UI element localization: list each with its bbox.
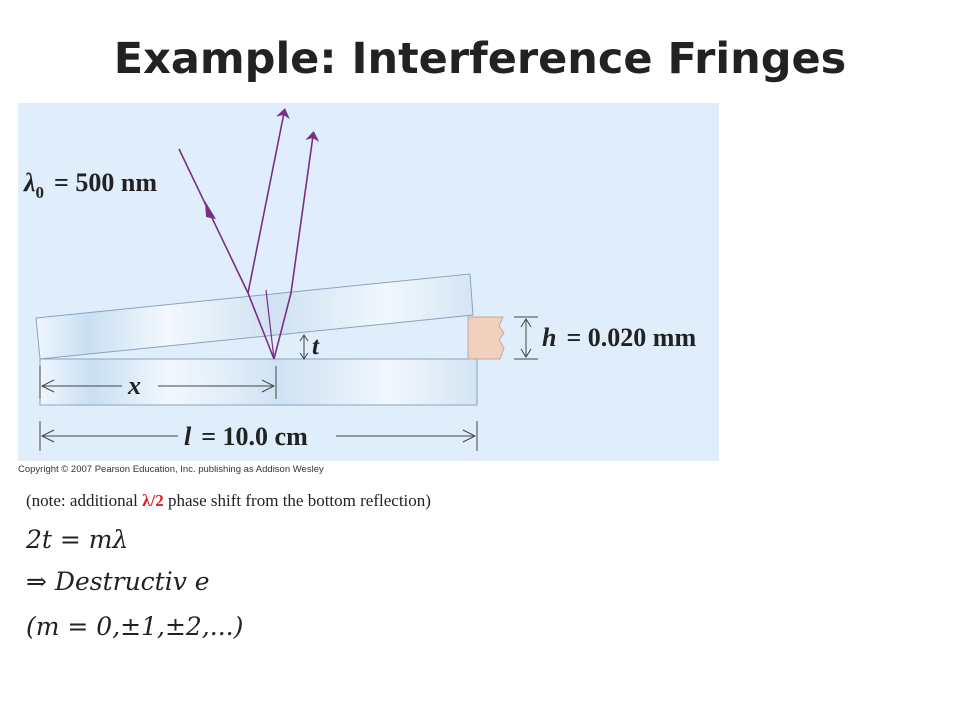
reflected-ray-1 <box>247 108 290 294</box>
equation-destructive: ⇒ Destructiv e <box>26 567 210 596</box>
page-title: Example: Interference Fringes <box>113 34 847 84</box>
note-suffix: phase shift from the bottom reflection) <box>163 491 431 510</box>
equation-m-values: (m = 0,±1,±2,...) <box>26 612 244 641</box>
equation-condition: 2t = mλ <box>26 525 129 554</box>
copyright-text: Copyright © 2007 Pearson Education, Inc.… <box>18 464 324 475</box>
x-label: x <box>127 371 141 400</box>
t-label: t <box>312 333 320 360</box>
implies-arrow-icon: ⇒ <box>26 567 55 596</box>
h-label: h= 0.020 mm <box>542 323 696 352</box>
spacer-block <box>467 316 505 360</box>
wavelength-label: λ0= 500 nm <box>23 168 157 202</box>
h-dimension <box>514 316 538 360</box>
interference-diagram: t h= 0.020 mm λ0= 500 nm x <box>18 103 719 461</box>
light-rays <box>178 108 320 360</box>
reflected-ray-2 <box>273 131 320 360</box>
l-label: l= 10.0 cm <box>184 422 308 451</box>
top-glass-plate <box>35 273 474 360</box>
note-highlight: λ/2 <box>142 491 164 510</box>
t-dimension <box>299 334 309 360</box>
diagram-background <box>18 103 719 461</box>
note-prefix: (note: additional <box>26 491 143 510</box>
incident-arrowhead-icon <box>205 201 216 219</box>
l-dimension <box>39 421 478 451</box>
bottom-glass-plate <box>39 358 478 406</box>
phase-shift-note: (note: additional λ/2 phase shift from t… <box>26 491 431 511</box>
x-dimension <box>39 366 277 399</box>
destructive-text: Destructiv e <box>54 567 210 596</box>
